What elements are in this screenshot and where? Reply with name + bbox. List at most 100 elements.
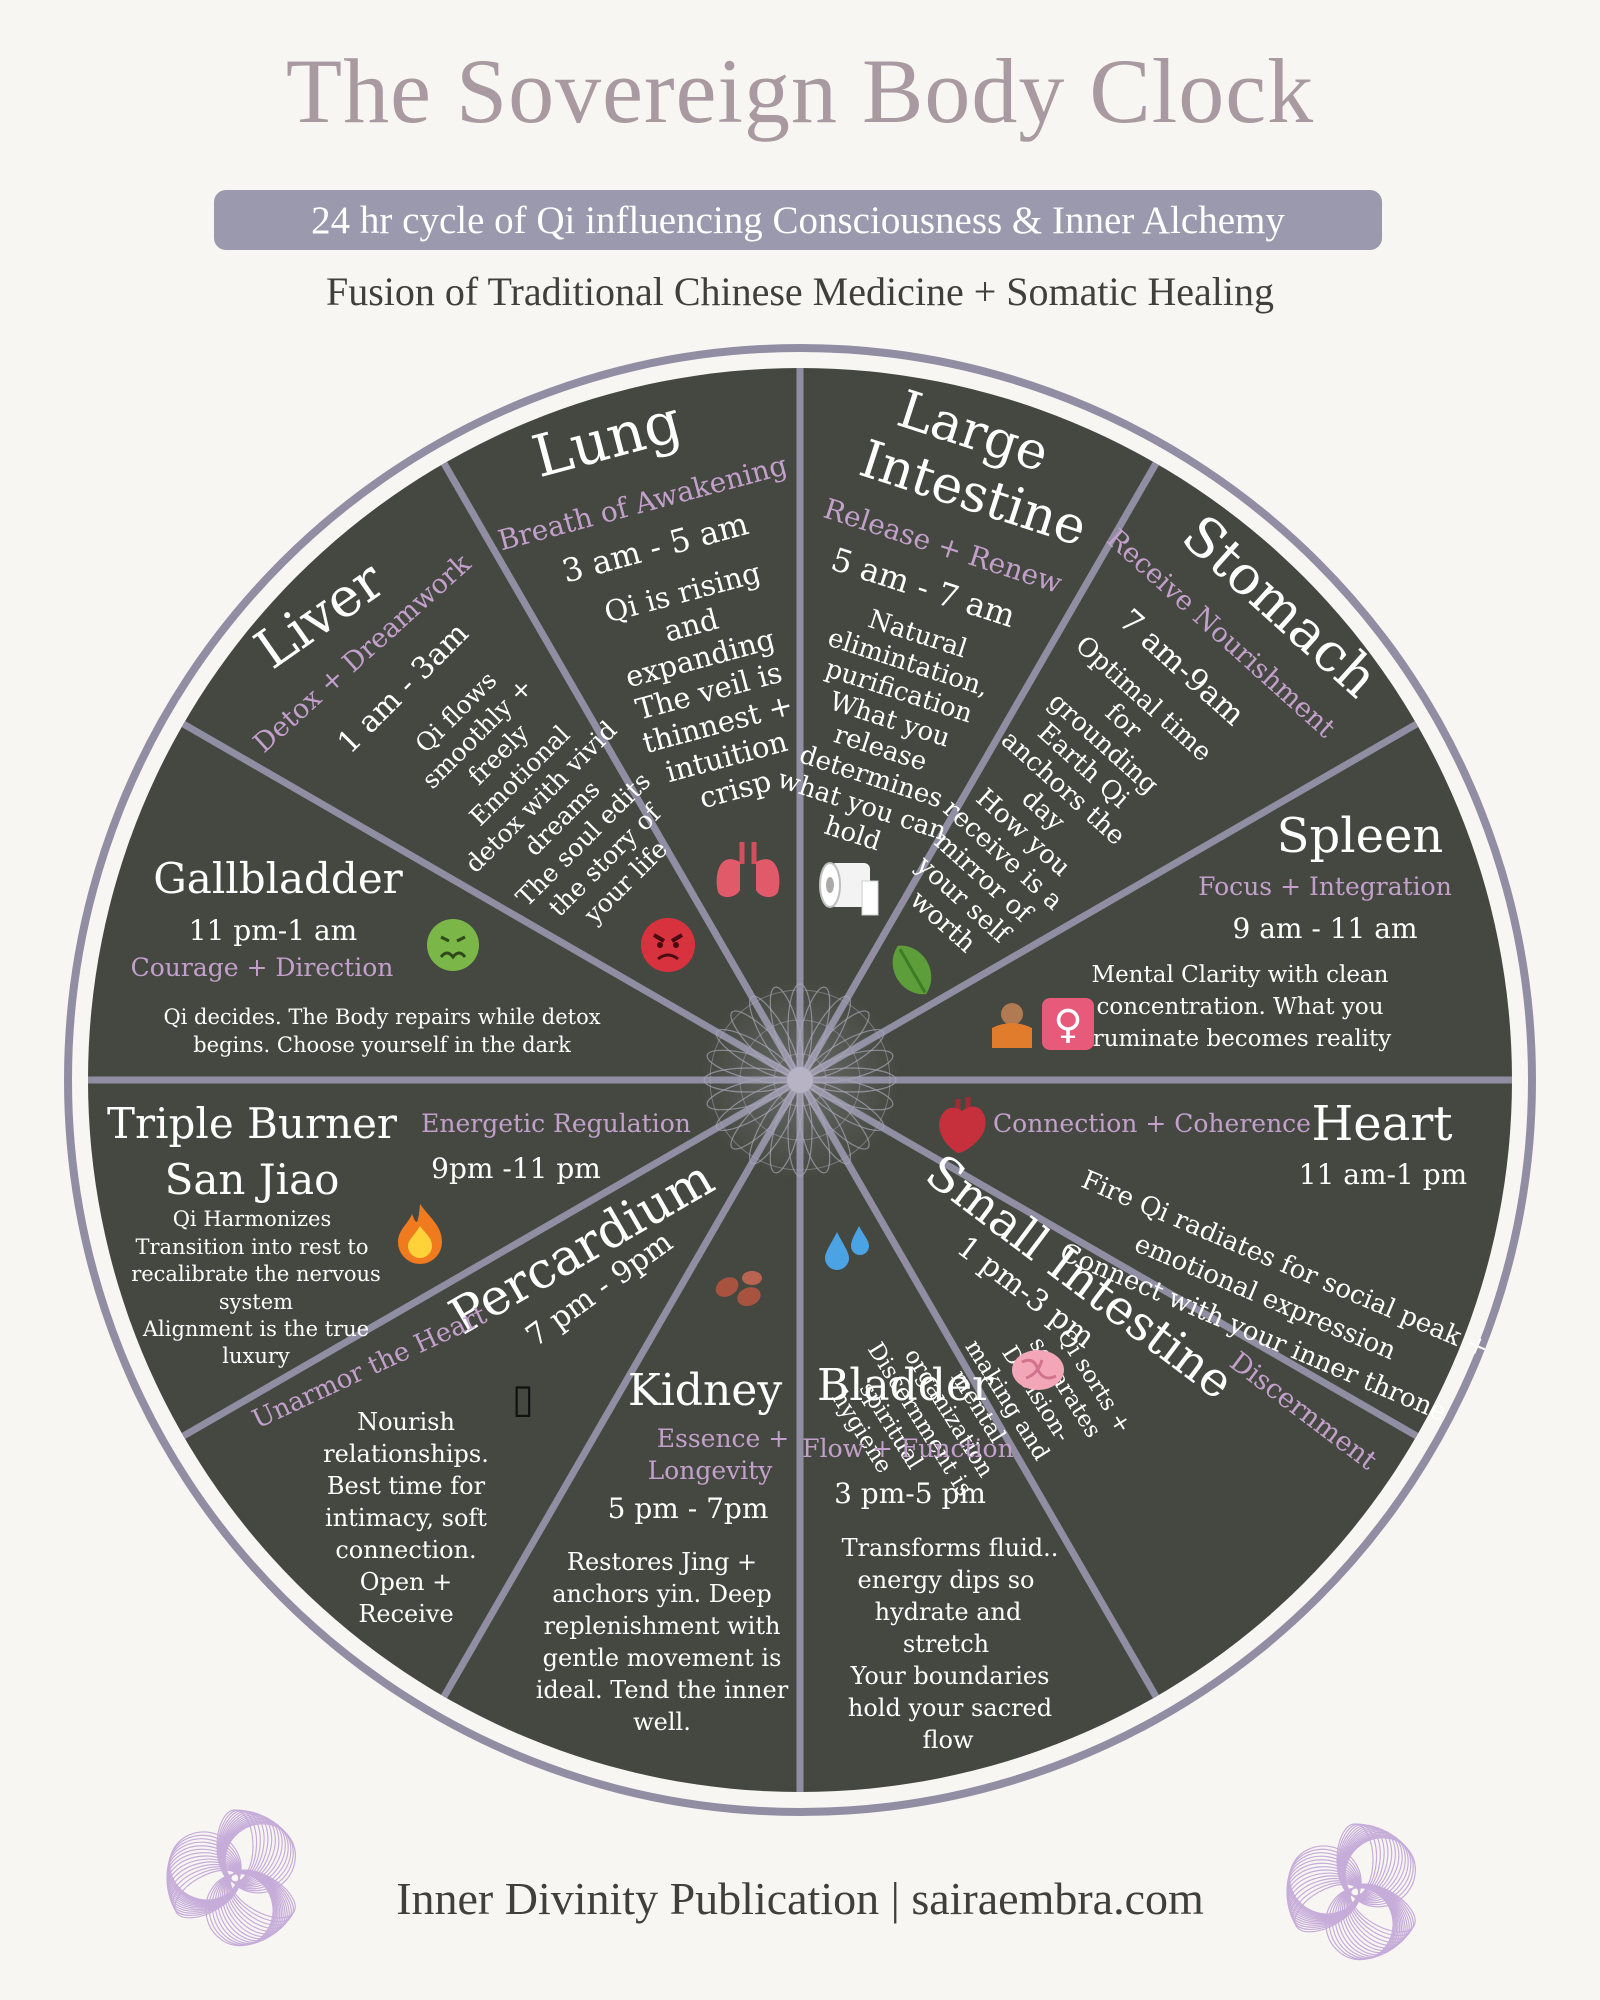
wedge-divider <box>440 1078 804 1699</box>
svg-text:Transition into rest to: Transition into rest to <box>135 1235 368 1259</box>
gallbladder-description: Qi decides. The Body repairs while detox… <box>163 1005 600 1057</box>
svg-text:system: system <box>219 1290 293 1314</box>
bladder-name: Bladder <box>817 1360 994 1411</box>
gallbladder-theme: Courage + Direction <box>131 953 394 982</box>
svg-text:ruminate becomes reality: ruminate becomes reality <box>1093 1026 1392 1052</box>
kidney-name: Kidney <box>628 1365 782 1416</box>
bladder-time: 3 pm-5 pm <box>834 1477 986 1510</box>
svg-text:well.: well. <box>633 1708 691 1736</box>
svg-text:Qi Harmonizes: Qi Harmonizes <box>173 1207 332 1231</box>
wedge-bladder: Bladder Flow + Function 3 pm-5 pm Transf… <box>802 1226 1058 1754</box>
svg-text:connection.: connection. <box>335 1536 476 1564</box>
wedge-lung: Lung Breath of Awakening 3 am - 5 am Qi … <box>495 386 797 898</box>
svg-text:flow: flow <box>923 1726 974 1754</box>
kidney-description: Restores Jing + anchors yin. Deep replen… <box>536 1548 789 1736</box>
svg-text:Best time for: Best time for <box>327 1472 486 1500</box>
nauseated-face-icon <box>427 919 479 971</box>
svg-text:Receive: Receive <box>358 1600 453 1628</box>
wedge-divider <box>798 1076 1419 1440</box>
kidney-theme-line1: Essence + <box>657 1424 790 1453</box>
subtitle-text: 24 hr cycle of Qi influencing Consciousn… <box>311 198 1285 242</box>
decorative-flower-left <box>166 1809 296 1947</box>
center-mandala <box>700 980 900 1180</box>
svg-text:hold your sacred: hold your sacred <box>848 1694 1052 1722</box>
spleen-time: 9 am - 11 am <box>1233 912 1418 945</box>
bladder-theme: Flow + Function <box>802 1434 1013 1463</box>
wedge-dividers <box>88 368 1512 1792</box>
triple-burner-theme: Energetic Regulation <box>421 1109 691 1138</box>
svg-text:Open +: Open + <box>360 1568 452 1596</box>
kidney-beans-icon <box>715 1271 762 1307</box>
mandala-ring <box>709 989 891 1171</box>
gallbladder-time: 11 pm-1 am <box>189 914 357 947</box>
svg-text:Your boundaries: Your boundaries <box>850 1662 1050 1690</box>
leafy-greens-icon <box>892 945 932 995</box>
svg-text:relationships.: relationships. <box>323 1440 489 1468</box>
person-bowing-icon <box>992 1003 1032 1048</box>
spleen-theme: Focus + Integration <box>1198 872 1452 901</box>
mandala-ring <box>739 1019 861 1141</box>
bladder-description: Transforms fluid.. energy dips so hydrat… <box>842 1534 1059 1754</box>
svg-text:ideal. Tend the inner: ideal. Tend the inner <box>536 1676 789 1704</box>
spleen-name: Spleen <box>1277 808 1444 864</box>
wedge-kidney: Kidney Essence + Longevity 5 pm - 7pm Re… <box>536 1271 789 1736</box>
subtitle-banner: 24 hr cycle of Qi influencing Consciousn… <box>214 190 1382 250</box>
missing-glyph-icon: ▯ <box>512 1376 534 1422</box>
wedge-divider <box>181 1076 802 1440</box>
lungs-icon <box>716 842 780 898</box>
kidney-theme-line2: Longevity <box>648 1456 774 1485</box>
triple-burner-time: 9pm -11 pm <box>431 1152 601 1185</box>
svg-text:Qi decides. The Body repairs w: Qi decides. The Body repairs while detox <box>163 1005 600 1029</box>
female-sign-icon: ♀ <box>1042 998 1094 1050</box>
wedge-gallbladder: Gallbladder 11 pm-1 am Courage + Directi… <box>131 854 601 1057</box>
anatomical-heart-icon <box>939 1097 986 1153</box>
svg-text:stretch: stretch <box>903 1630 989 1658</box>
svg-text:energy dips so: energy dips so <box>858 1566 1035 1594</box>
fire-icon <box>398 1204 442 1264</box>
triple-burner-name-line2: San Jiao <box>165 1155 340 1204</box>
angry-face-icon <box>641 918 695 972</box>
wedge-triple-burner: Triple Burner San Jiao Energetic Regulat… <box>107 1099 691 1368</box>
svg-text:hydrate and: hydrate and <box>875 1598 1022 1626</box>
wedge-divider <box>796 461 1160 1082</box>
wedge-divider <box>796 1078 1160 1699</box>
water-drops-icon <box>825 1226 869 1270</box>
wedge-spleen: Spleen Focus + Integration 9 am - 11 am … <box>992 808 1452 1052</box>
svg-text:luxury: luxury <box>222 1344 290 1368</box>
triple-burner-name-line1: Triple Burner <box>107 1099 398 1148</box>
flower-petal-stroke <box>1289 1845 1362 1915</box>
triple-burner-description: Qi Harmonizes Transition into rest to re… <box>131 1207 381 1368</box>
footer-publication: Inner Divinity Publication | sairaembra.… <box>396 1873 1204 1924</box>
wedge-divider <box>181 720 802 1084</box>
tagline: Fusion of Traditional Chinese Medicine +… <box>325 269 1275 314</box>
svg-text:Alignment is the true: Alignment is the true <box>142 1317 369 1341</box>
heart-name: Heart <box>1311 1096 1452 1152</box>
svg-text:anchors yin. Deep: anchors yin. Deep <box>552 1580 772 1608</box>
gallbladder-name: Gallbladder <box>153 854 403 903</box>
svg-text:Transforms fluid..: Transforms fluid.. <box>842 1534 1059 1562</box>
svg-text:concentration. What you: concentration. What you <box>1096 994 1383 1020</box>
svg-text:begins. Choose yourself in the: begins. Choose yourself in the dark <box>193 1033 571 1057</box>
percardium-description: Nourish relationships. Best time for int… <box>323 1408 489 1628</box>
wedge-divider <box>440 461 804 1082</box>
decorative-flower-right <box>1286 1823 1416 1961</box>
lung-description: Qi is rising and expanding The veil is t… <box>601 555 797 815</box>
liver-description: Qi flows smoothly + freely Emotional det… <box>410 666 674 930</box>
svg-text:♀: ♀ <box>1053 1002 1082 1048</box>
svg-text:recalibrate the nervous: recalibrate the nervous <box>131 1262 381 1286</box>
flower-petal-stroke <box>169 1831 242 1901</box>
svg-text:Nourish: Nourish <box>357 1408 455 1436</box>
page-title: The Sovereign Body Clock <box>285 40 1315 142</box>
kidney-time: 5 pm - 7pm <box>608 1492 769 1525</box>
svg-text:Restores Jing +: Restores Jing + <box>567 1548 757 1576</box>
svg-text:replenishment with: replenishment with <box>544 1612 781 1640</box>
heart-time: 11 am-1 pm <box>1299 1158 1467 1191</box>
toilet-paper-icon <box>819 862 879 916</box>
svg-text:gentle movement is: gentle movement is <box>543 1644 782 1672</box>
svg-text:Mental Clarity with clean: Mental Clarity with clean <box>1092 962 1389 988</box>
brain-icon <box>1012 1350 1064 1390</box>
svg-text:intimacy, soft: intimacy, soft <box>325 1504 487 1532</box>
spleen-description: Mental Clarity with clean concentration.… <box>1092 962 1392 1052</box>
